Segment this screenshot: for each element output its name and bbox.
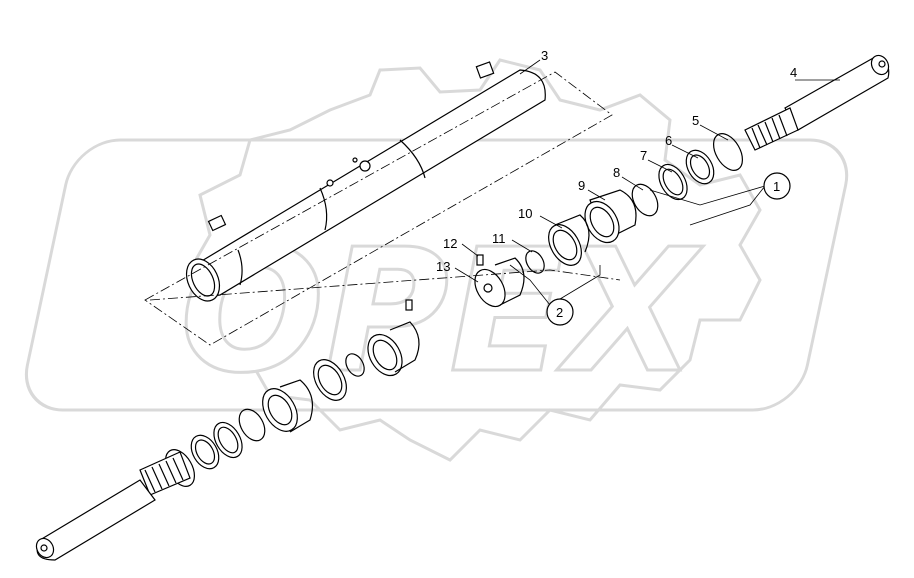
callout-8: 8 xyxy=(613,165,620,180)
callout-circle-2 xyxy=(546,298,574,326)
setscrew-12 xyxy=(476,254,484,266)
callout-2: 2 xyxy=(556,305,563,320)
callout-4: 4 xyxy=(790,65,797,80)
leader-lines xyxy=(454,59,840,306)
watermark-gear-icon xyxy=(188,58,762,462)
lower-assembly xyxy=(35,299,420,561)
callout-circle-1 xyxy=(763,172,791,200)
barrel-leader-box xyxy=(144,71,613,346)
oring-11 xyxy=(525,250,545,274)
piston-10 xyxy=(548,214,590,266)
callout-11: 11 xyxy=(492,231,506,246)
callout-5: 5 xyxy=(692,113,699,128)
piston-rod-top xyxy=(744,54,890,151)
callout-3: 3 xyxy=(541,48,548,63)
ring-8-top xyxy=(631,183,659,217)
callout-7: 7 xyxy=(640,148,647,163)
lower-leader xyxy=(149,269,621,301)
gland-9 xyxy=(584,189,637,244)
drawing xyxy=(35,54,890,561)
callout-9: 9 xyxy=(578,178,585,193)
cylinder-barrel xyxy=(185,61,546,302)
callout-10: 10 xyxy=(518,206,532,221)
callout-labels: 1 2 3 4 5 6 7 8 9 10 11 12 13 xyxy=(436,48,797,320)
callout-6: 6 xyxy=(665,133,672,148)
callout-13: 13 xyxy=(436,259,450,274)
callout-12: 12 xyxy=(443,236,457,251)
part-13 xyxy=(474,257,525,308)
callout-1: 1 xyxy=(773,179,780,194)
